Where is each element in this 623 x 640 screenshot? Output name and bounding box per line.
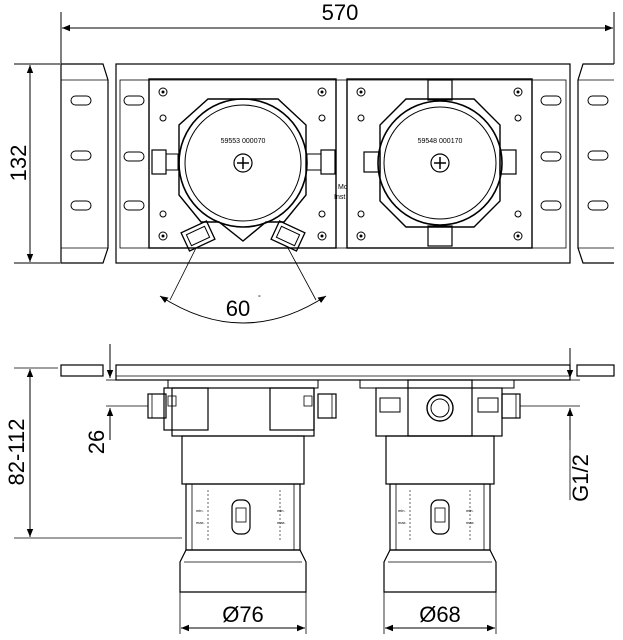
height-label: 132 [6,145,31,182]
height-dimension: 132 [6,63,60,264]
left-diameter-dimension: Ø76 [179,592,307,634]
left-diameter-label: Ø76 [222,602,264,627]
left-max-label-b: max. [277,520,286,525]
left-part-number: 59553 000070 [221,138,266,145]
left-mounting-plate: 59553 000070 Mo Inst [148,78,348,252]
right-diameter-label: Ø68 [419,602,461,627]
right-min-label-a: min. [398,508,406,513]
left-min-label-b: min. [277,508,285,513]
right-diameter-dimension: Ø68 [383,592,497,634]
side-view: min. max. min. max. [4,344,615,634]
side-plate [115,364,571,381]
offset-label: 26 [84,430,109,454]
right-min-label-b: min. [466,508,474,513]
depth-label: 82-112 [4,419,29,486]
right-outlet [270,220,306,252]
left-rail [60,63,109,264]
right-valve-body: min. max. min. max. [359,379,521,593]
right-screw-icon [430,153,450,173]
left-outlet [180,220,216,252]
right-mounting-plate: 59548 000170 [346,78,533,249]
side-text-2: Inst [334,194,345,201]
right-max-label-a: max. [398,520,407,525]
angle-dimension: 60 ° [159,247,327,324]
width-dimension: 570 [60,0,615,64]
side-text-1: Mo [338,184,348,191]
angle-unit: ° [258,294,261,302]
thread-label: G1/2 [568,454,593,502]
right-max-label-b: max. [466,520,475,525]
width-label: 570 [322,0,359,25]
offset-dimension: 26 [84,344,148,454]
left-valve-body: min. max. min. max. [147,379,337,593]
left-min-label-a: min. [196,508,204,513]
right-part-number: 59548 000170 [418,138,463,145]
angle-label: 60 [226,296,250,321]
mounting-frame [115,63,571,264]
depth-dimension: 82-112 [4,367,182,539]
right-rail [577,63,614,264]
side-rail-left [60,364,104,377]
side-rail-right [576,364,615,377]
left-screw-icon [233,153,253,173]
thread-dimension: G1/2 [520,348,593,502]
top-view: 570 132 [6,0,615,324]
left-max-label-a: max. [196,520,205,525]
